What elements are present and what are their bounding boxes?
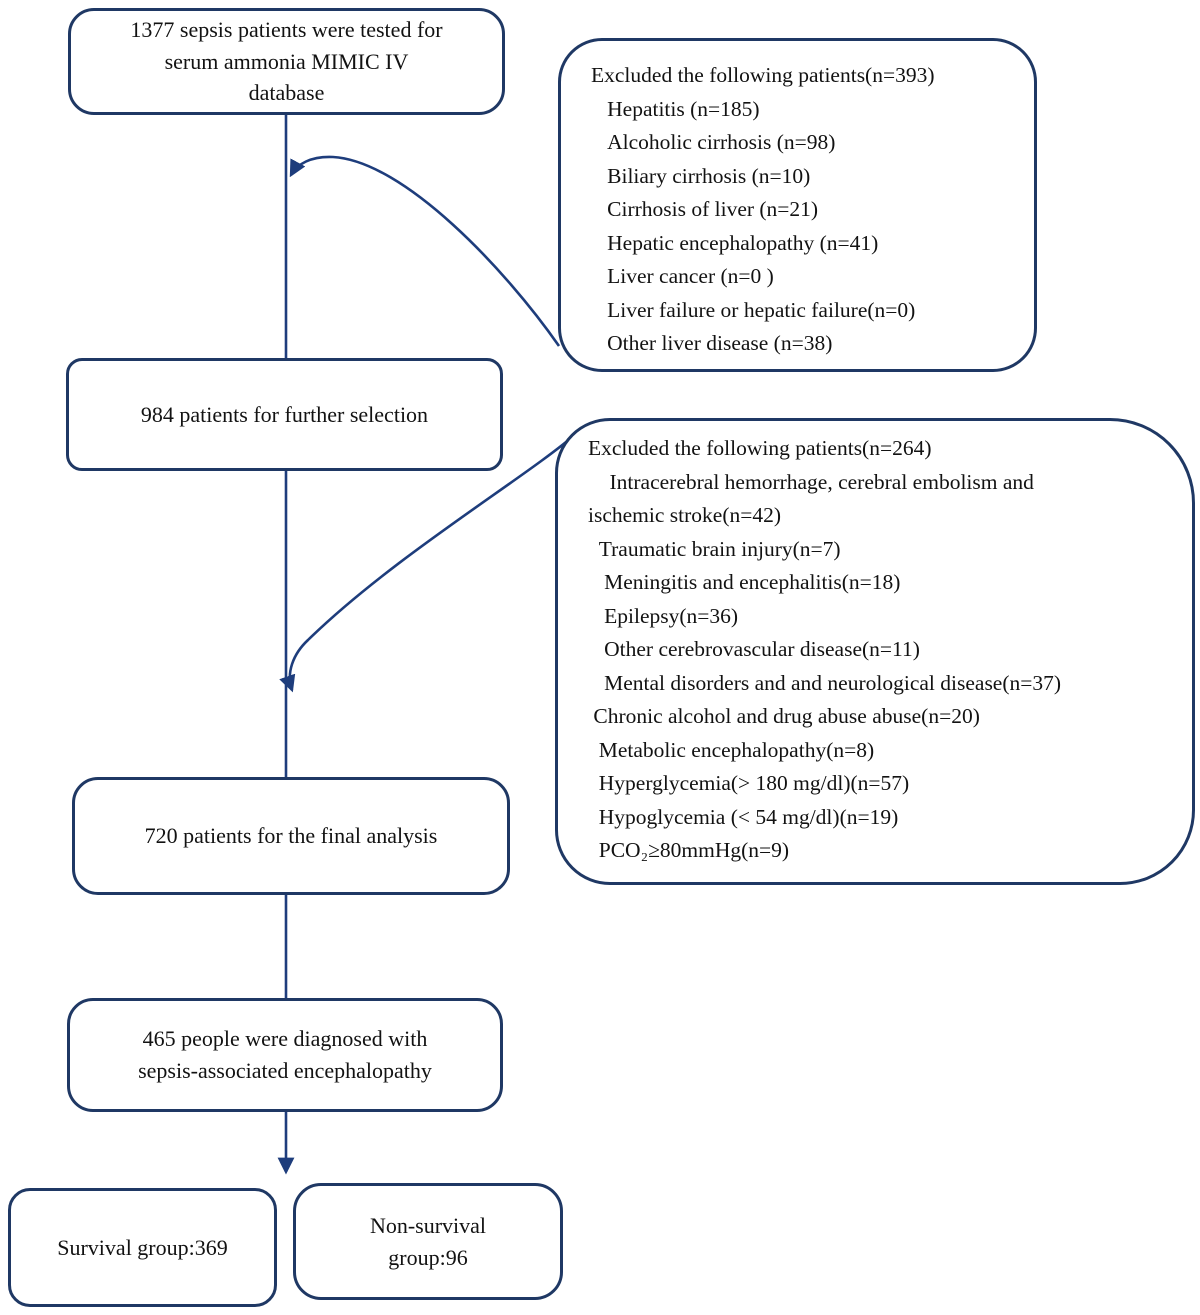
exclusion-item: Hepatitis (n=185): [591, 96, 760, 121]
box-source-cohort: 1377 sepsis patients were tested for ser…: [68, 8, 505, 115]
exclusion-item: Liver failure or hepatic failure(n=0): [591, 297, 916, 322]
exclusion-item: Other cerebrovascular disease(n=11): [588, 637, 920, 661]
exclusion-item: ischemic stroke(n=42): [588, 503, 782, 527]
text-line: 465 people were diagnosed with: [142, 1026, 428, 1052]
box-further-selection: 984 patients for further selection: [66, 358, 503, 471]
exclusion-title: Excluded the following patients(n=393): [591, 63, 935, 87]
box-final-analysis: 720 patients for the final analysis: [72, 777, 510, 895]
exclusion-item: Hepatic encephalopathy (n=41): [591, 230, 879, 255]
exclusion-item: Meningitis and encephalitis(n=18): [588, 570, 901, 594]
text-line: 720 patients for the final analysis: [144, 823, 438, 849]
exclusion-item: Biliary cirrhosis (n=10): [591, 163, 811, 188]
exclusion-item: Traumatic brain injury(n=7): [588, 536, 841, 561]
text-line: Non-survival: [369, 1212, 487, 1238]
exclusion-item: PCO₂≥80mmHg(n=9): [588, 838, 790, 862]
box-survival-group: Survival group:369: [8, 1188, 277, 1307]
exclusion-item: Cirrhosis of liver (n=21): [591, 197, 819, 221]
text-line: group:96: [388, 1244, 468, 1270]
text-line: sepsis-associated encephalopathy: [138, 1058, 432, 1083]
exclusion-item: Epilepsy(n=36): [588, 603, 739, 628]
exclusion-item: Mental disorders and and neurological di…: [588, 670, 1062, 695]
exclusion-title: Excluded the following patients(n=264): [588, 436, 932, 460]
text-line: 1377 sepsis patients were tested for: [130, 16, 443, 42]
curve-exclusion2-arrow: [279, 431, 579, 693]
box-non-survival-group: Non-survival group:96: [293, 1183, 563, 1300]
exclusion-item: Metabolic encephalopathy(n=8): [588, 737, 875, 762]
box-exclusion-liver: Excluded the following patients(n=393) H…: [558, 38, 1037, 372]
text-line: database: [248, 80, 325, 106]
text-line: 984 patients for further selection: [140, 401, 429, 427]
exclusion-item: Intracerebral hemorrhage, cerebral embol…: [588, 469, 1034, 494]
box-exclusion-neuro: Excluded the following patients(n=264) I…: [555, 418, 1195, 885]
exclusion-item: Chronic alcohol and drug abuse abuse(n=2…: [588, 704, 980, 728]
exclusion-item: Liver cancer (n=0 ): [591, 264, 774, 288]
text-line: Survival group:369: [57, 1234, 228, 1260]
exclusion-item: Other liver disease (n=38): [591, 331, 833, 355]
curve-exclusion1-arrow: [289, 155, 561, 347]
box-sae-diagnosed: 465 people were diagnosed with sepsis-as…: [67, 998, 503, 1112]
text-line: serum ammonia MIMIC IV: [164, 48, 409, 74]
exclusion-item: Alcoholic cirrhosis (n=98): [591, 130, 836, 154]
exclusion-item: Hypoglycemia (< 54 mg/dl)(n=19): [588, 804, 899, 829]
exclusion-item: Hyperglycemia(> 180 mg/dl)(n=57): [588, 771, 910, 795]
